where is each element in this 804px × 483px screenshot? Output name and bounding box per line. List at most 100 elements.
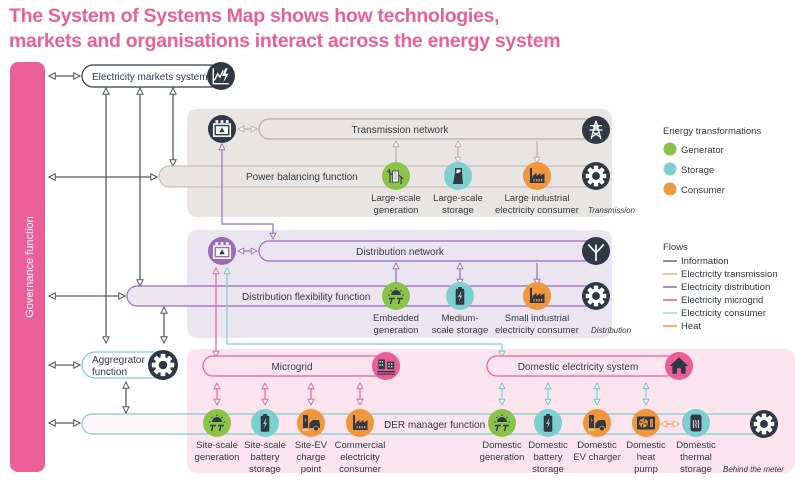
title-line-2: markets and organisations interact acros… [9, 30, 561, 52]
legend-label: Electricity transmission [681, 269, 778, 280]
node-domestic-heat-pump[interactable]: Domestic heat pump [626, 409, 666, 475]
legend-label: Electricity consumer [681, 308, 766, 319]
legend-item-storage: Storage [663, 162, 714, 176]
distribution-network[interactable]: Distribution network [258, 237, 610, 265]
legend-energy-transformations: Energy transformations Generator Storage… [663, 126, 761, 196]
region-label-distribution: Distribution [591, 326, 632, 335]
node-label: Site-scale [196, 440, 238, 451]
node-label: Domestic [676, 440, 716, 451]
aggregator-label-1: Aggregrator [92, 355, 145, 366]
node-label: Site-scale [244, 440, 286, 451]
node-site-ev-charge-point[interactable]: Site-EV charge point [295, 409, 328, 475]
node-label: generation [374, 325, 419, 336]
legend-item-heat: Heat [663, 321, 701, 332]
legend-item-electricity-transmission: Electricity transmission [663, 269, 778, 280]
node-large-industrial-consumer[interactable]: Large industrial electricity consumer [495, 162, 579, 216]
node-commercial-electricity-consumer[interactable]: Commercial electricity consumer [335, 409, 386, 475]
node-label: storage [532, 464, 564, 475]
battery-icon [455, 287, 465, 305]
node-label: electricity consumer [495, 325, 579, 336]
legend-label: Storage [681, 165, 714, 176]
node-label: storage [442, 205, 474, 216]
transmission-flows [396, 141, 537, 163]
node-label: electricity consumer [495, 205, 579, 216]
legend-label: Heat [681, 321, 701, 332]
legend-item-electricity-consumer: Electricity consumer [663, 308, 766, 319]
node-label: Site-EV [295, 440, 328, 451]
domestic-label: Domestic electricity system [518, 362, 639, 373]
control-room-icon [212, 119, 232, 137]
node-label: Commercial [335, 440, 386, 451]
governance-function[interactable]: Governance function [10, 62, 45, 472]
information-flows [49, 76, 173, 423]
legend-item-electricity-microgrid: Electricity microgrid [663, 295, 763, 306]
node-label: battery [533, 452, 562, 463]
region-label-transmission: Transmission [588, 206, 636, 215]
node-label: Large industrial [505, 193, 570, 204]
legend-flows-title: Flows [663, 242, 688, 253]
node-label: point [301, 464, 322, 475]
node-label: Large-scale [433, 193, 483, 204]
node-label: Domestic [528, 440, 568, 451]
electricity-markets-system[interactable]: Electricity markets system [81, 62, 235, 90]
distribution-control-room[interactable] [208, 237, 236, 265]
node-large-scale-generation[interactable]: Large-scale generation [371, 162, 421, 216]
node-label: generation [374, 205, 419, 216]
node-small-industrial-consumer[interactable]: Small industrial electricity consumer [495, 282, 579, 336]
node-label: EV charger [573, 452, 621, 463]
heat-pump-icon [636, 416, 656, 430]
battery-icon [260, 414, 270, 432]
node-label: generation [195, 452, 240, 463]
node-domestic-thermal-storage[interactable]: Domestic thermal storage [676, 409, 716, 475]
legend-label: Consumer [681, 185, 725, 196]
power-balancing-label: Power balancing function [246, 172, 358, 183]
page-title: The System of Systems Map shows how tech… [9, 4, 561, 54]
node-domestic-battery-storage[interactable]: Domestic battery storage [528, 409, 568, 475]
legend-item-information: Information [663, 256, 729, 267]
node-domestic-ev-charger[interactable]: Domestic EV charger [573, 409, 621, 463]
node-label: Embedded [373, 313, 419, 324]
node-label: pump [634, 464, 658, 475]
legend-label: Electricity microgrid [681, 295, 763, 306]
der-manager-label: DER manager function [384, 420, 485, 431]
node-label: Domestic [577, 440, 617, 451]
node-domestic-generation[interactable]: Domestic generation [480, 409, 525, 463]
node-label: storage [680, 464, 712, 475]
legend-transformations-title: Energy transformations [663, 126, 761, 137]
node-label: thermal [680, 452, 712, 463]
node-label: Medium- [442, 313, 479, 324]
node-label: storage [249, 464, 281, 475]
node-site-scale-generation[interactable]: Site-scale generation [195, 409, 240, 463]
node-label: scale storage [432, 325, 489, 336]
node-label: charge [296, 452, 325, 463]
node-label: generation [480, 452, 525, 463]
node-label: consumer [339, 464, 381, 475]
legend-item-consumer: Consumer [663, 182, 725, 196]
markets-label: Electricity markets system [92, 72, 208, 83]
aggregator-function[interactable]: Aggregrator function [81, 349, 179, 381]
node-site-scale-battery-storage[interactable]: Site-scale battery storage [244, 409, 286, 475]
microgrid-flows [216, 268, 646, 405]
node-large-scale-storage[interactable]: Large-scale storage [433, 162, 483, 216]
transmission-network-label: Transmission network [352, 125, 450, 136]
node-label: Domestic [626, 440, 666, 451]
aggregator-label-2: function [92, 367, 127, 378]
transmission-network[interactable]: Transmission network [258, 116, 610, 144]
node-label: Domestic [482, 440, 522, 451]
node-label: Small industrial [505, 313, 569, 324]
microgrid[interactable]: Microgrid [202, 352, 400, 380]
microgrid-label: Microgrid [271, 362, 312, 373]
node-label: heat [637, 452, 656, 463]
distribution-flexibility-label: Distribution flexibility function [242, 292, 370, 303]
governance-label: Governance function [24, 216, 36, 318]
transmission-control-room[interactable] [208, 115, 236, 143]
domestic-electricity-system[interactable]: Domestic electricity system [486, 352, 693, 380]
legend-label: Information [681, 256, 729, 267]
node-label: Large-scale [371, 193, 421, 204]
legend-item-generator: Generator [663, 142, 724, 156]
legend-item-electricity-distribution: Electricity distribution [663, 282, 770, 293]
region-behind-the-meter [187, 349, 795, 473]
node-label: electricity [340, 452, 380, 463]
distribution-network-label: Distribution network [356, 247, 445, 258]
